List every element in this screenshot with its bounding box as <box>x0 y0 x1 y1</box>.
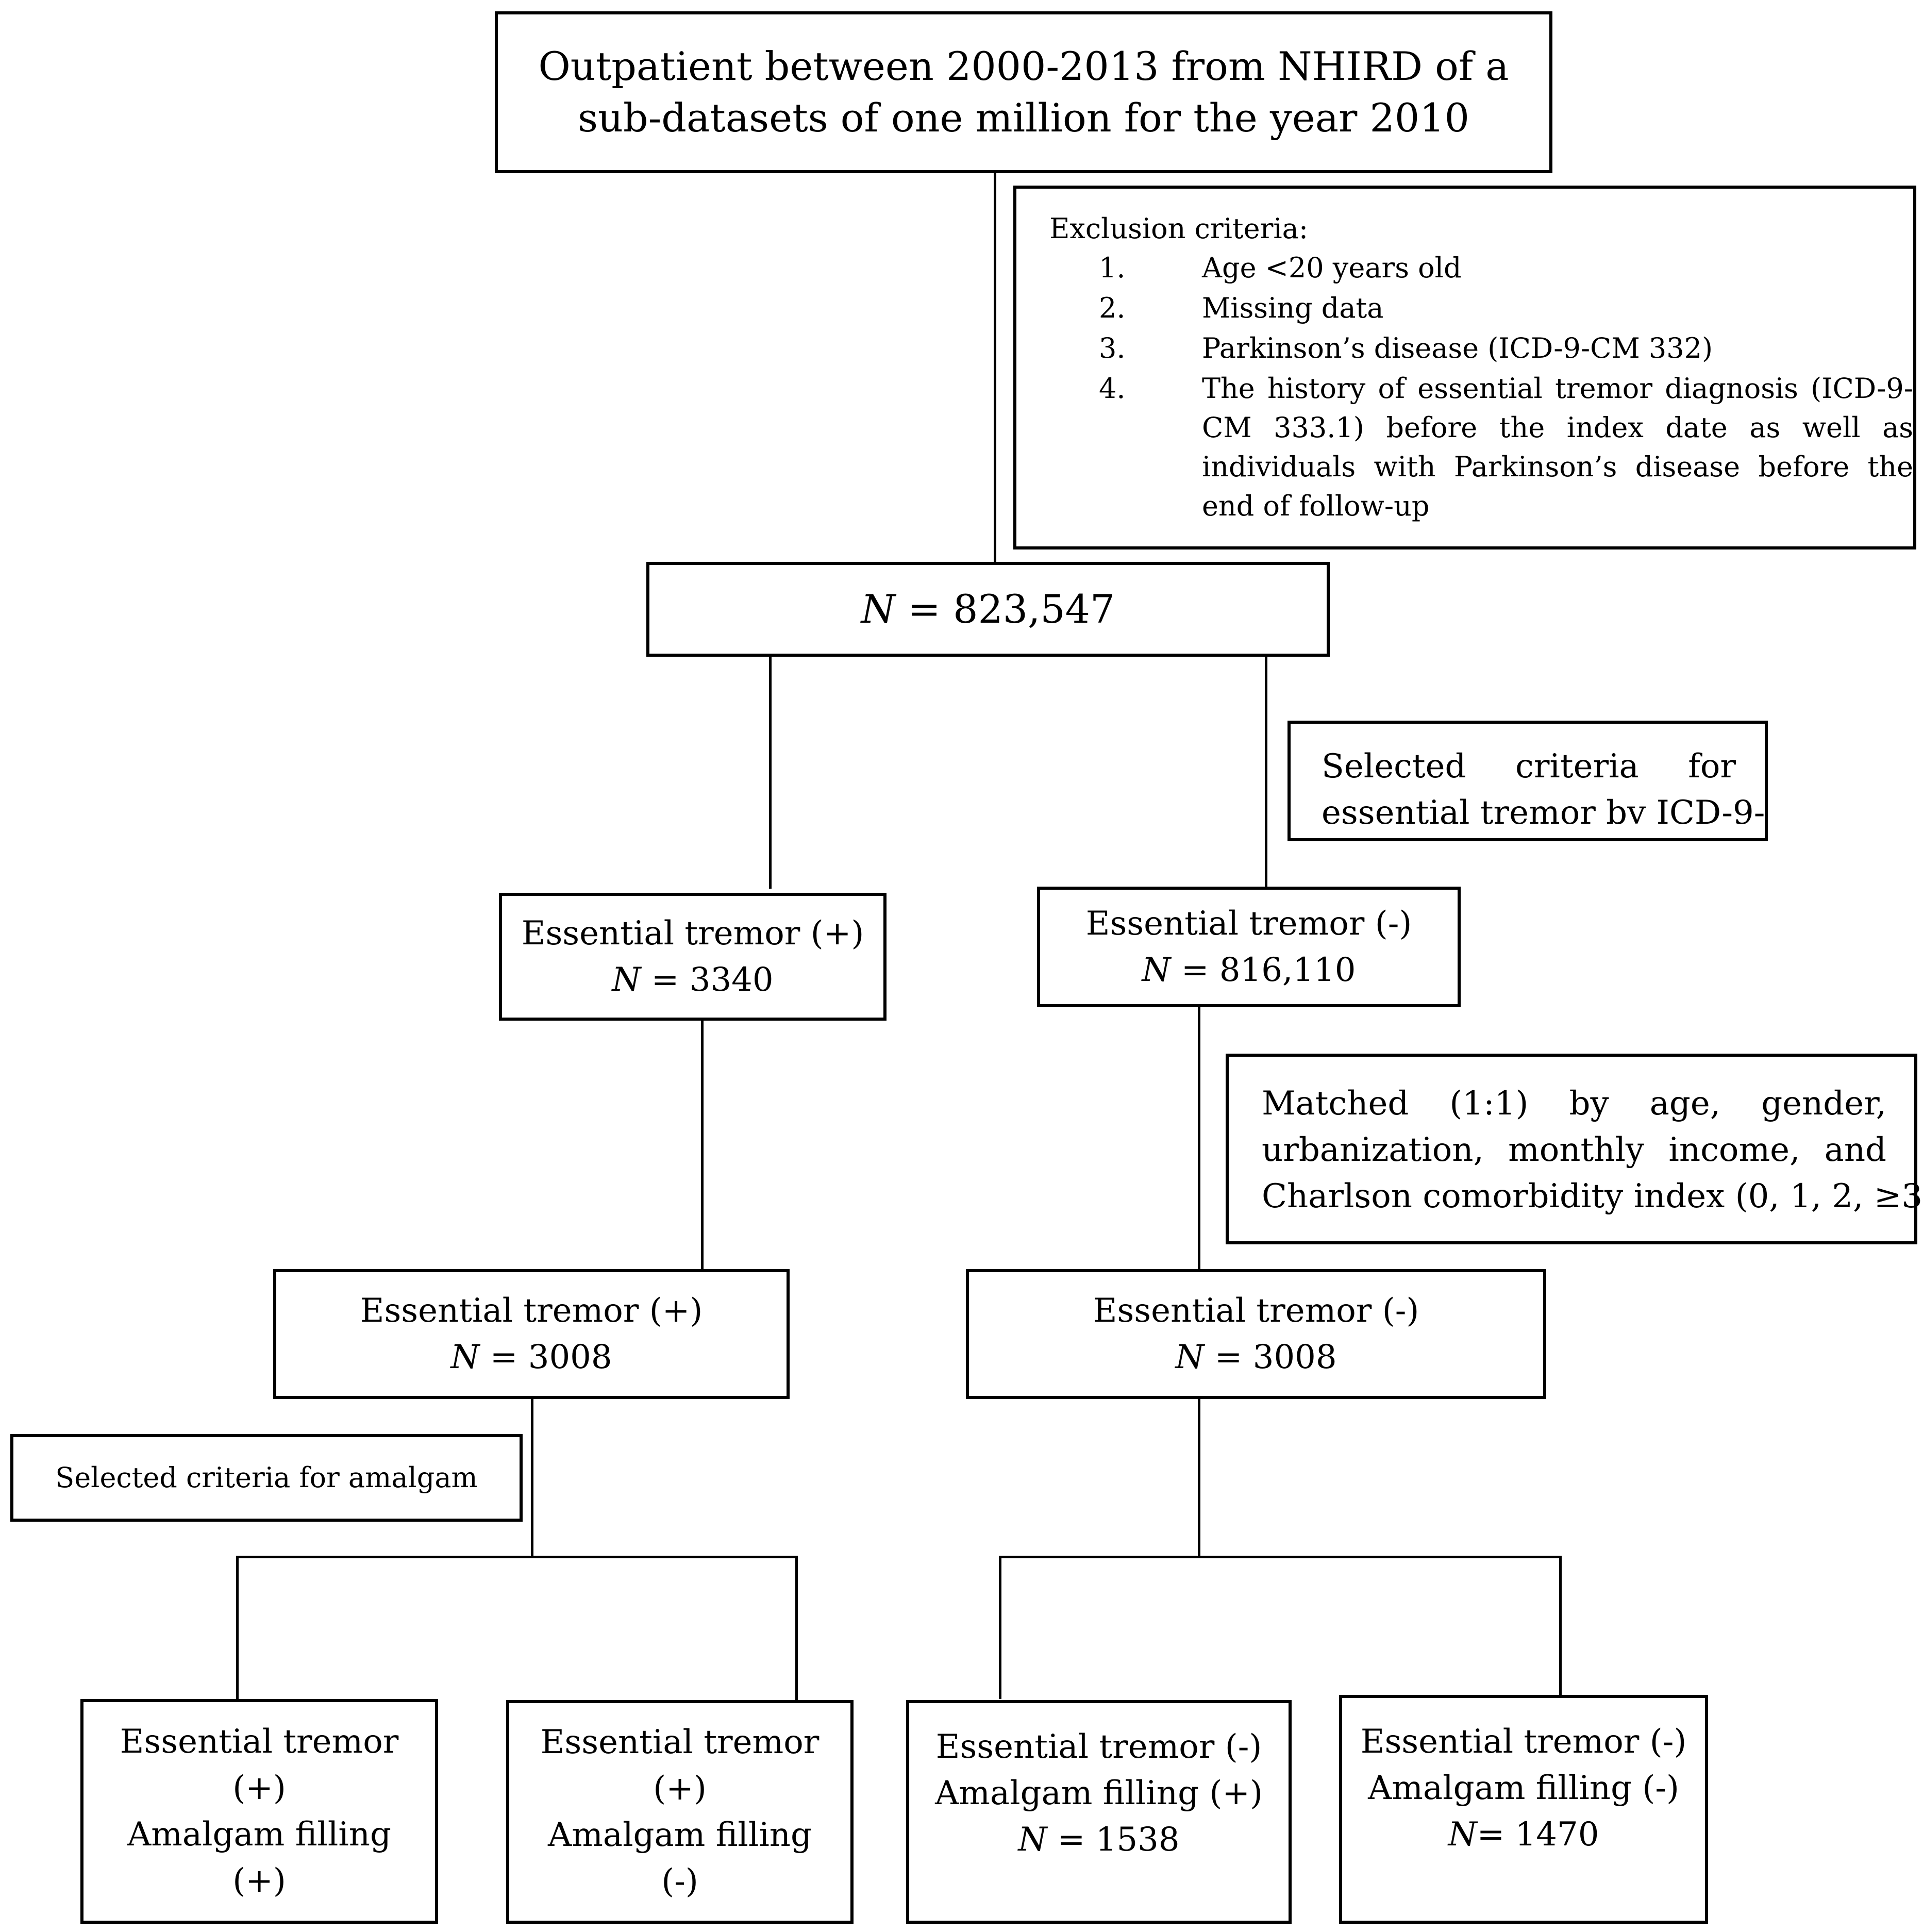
et-negative-2-n-value: = 3008 <box>1214 1338 1337 1376</box>
leaf3-n-value: = 1538 <box>1057 1821 1180 1859</box>
connector-branch-to-leaf3 <box>999 1556 1001 1699</box>
exclusion-item-2-number: 2. <box>1099 292 1126 324</box>
leaf4-line-2: Amalgam filling (-) <box>1368 1769 1679 1807</box>
leaf-et-pos-amalgam-pos-box: Essential tremor (+) Amalgam filling (+) <box>80 1699 438 1924</box>
connector-total-to-et-neg <box>1265 656 1267 887</box>
leaf4-n: N= 1470 <box>1448 1811 1599 1858</box>
et-negative-2-label: Essential tremor (-) <box>1093 1292 1419 1330</box>
leaf2-line-2: (+) <box>653 1770 707 1808</box>
et-positive-1-label: Essential tremor (+) <box>521 914 864 953</box>
selected-amalgam-label: Selected criteria for amalgam <box>55 1461 478 1494</box>
et-negative-2-n: N = 3008 <box>1175 1334 1336 1380</box>
leaf-et-pos-amalgam-neg-box: Essential tremor (+) Amalgam filling (-) <box>506 1700 854 1924</box>
leaf1-line-2: (+) <box>232 1769 286 1807</box>
leaf4-n-symbol: N <box>1448 1816 1477 1854</box>
selected-et-criteria-box: Selected criteria for essential tremor b… <box>1287 721 1768 841</box>
leaf-et-neg-amalgam-pos-box: Essential tremor (-) Amalgam filling (+)… <box>906 1700 1292 1924</box>
total-n-value: = 823,547 <box>908 586 1115 632</box>
leaf4-n-value: = 1470 <box>1477 1816 1599 1854</box>
matching-criteria-box: Matched (1:1) by age, gender, urbanizati… <box>1226 1054 1923 1244</box>
leaf3-line-2: Amalgam filling (+) <box>935 1774 1263 1812</box>
exclusion-criteria-box: Exclusion criteria: 1. Age <20 years old… <box>1013 186 1916 549</box>
leaf3-n-symbol: N <box>1018 1821 1047 1859</box>
exclusion-item-1-text: Age <20 years old <box>1202 252 1462 284</box>
source-line-2: sub-datasets of one million for the year… <box>578 95 1469 141</box>
connector-et-neg-2-down <box>1198 1398 1200 1556</box>
et-negative-1-label: Essential tremor (-) <box>1085 905 1412 943</box>
source-population-box: Outpatient between 2000-2013 from NHIRD … <box>495 11 1552 173</box>
source-line-1: Outpatient between 2000-2013 from NHIRD … <box>538 43 1509 89</box>
connector-top-to-total <box>994 173 996 563</box>
total-population-box: N = 823,547 <box>646 562 1330 657</box>
exclusion-item-3-number: 3. <box>1099 332 1126 364</box>
et-negative-box-1: Essential tremor (-) N = 816,110 <box>1037 887 1461 1007</box>
connector-branch-to-leaf1 <box>236 1556 239 1699</box>
leaf-et-neg-amalgam-neg-box: Essential tremor (-) Amalgam filling (-)… <box>1339 1695 1708 1924</box>
et-negative-1-n-value: = 816,110 <box>1181 951 1356 989</box>
connector-et-pos-1-to-2 <box>701 1019 704 1270</box>
leaf1-line-4: (+) <box>232 1862 286 1900</box>
matching-line-1: Matched (1:1) by age, gender, <box>1262 1085 1886 1123</box>
leaf4-line-1: Essential tremor (-) <box>1360 1723 1687 1761</box>
et-negative-1-n-symbol: N <box>1142 951 1171 989</box>
matching-line-3: Charlson comorbidity index (0, 1, 2, ≥3) <box>1262 1177 1923 1215</box>
leaf2-line-3: Amalgam filling <box>548 1816 812 1854</box>
branch-right <box>999 1556 1562 1558</box>
et-positive-2-label: Essential tremor (+) <box>360 1292 703 1330</box>
exclusion-item-4-text: The history of essential tremor diagnosi… <box>1202 372 1913 522</box>
connector-total-to-et-pos <box>769 656 772 889</box>
total-n-symbol: N <box>861 586 896 632</box>
et-positive-2-n: N = 3008 <box>450 1334 612 1380</box>
total-n-line: N = 823,547 <box>861 584 1115 635</box>
branch-left <box>236 1556 798 1558</box>
exclusion-item-2-text: Missing data <box>1202 292 1384 324</box>
connector-branch-to-leaf4 <box>1559 1556 1562 1695</box>
leaf2-line-1: Essential tremor <box>540 1723 820 1761</box>
selected-et-line-1: Selected criteria for <box>1322 747 1736 786</box>
matching-line-2: urbanization, monthly income, and <box>1262 1131 1886 1169</box>
et-positive-1-n: N = 3340 <box>612 957 773 1003</box>
et-positive-2-n-value: = 3008 <box>490 1338 612 1376</box>
exclusion-item-3-text: Parkinson’s disease (ICD-9-CM 332) <box>1202 332 1713 364</box>
leaf1-line-3: Amalgam filling <box>127 1816 391 1854</box>
leaf3-n: N = 1538 <box>1018 1817 1179 1863</box>
et-negative-1-n: N = 816,110 <box>1142 947 1356 993</box>
leaf3-line-1: Essential tremor (-) <box>935 1728 1262 1766</box>
connector-et-neg-1-to-2 <box>1198 1006 1200 1270</box>
et-negative-2-n-symbol: N <box>1175 1338 1205 1376</box>
selected-et-line-2: essential tremor bv ICD-9- <box>1322 794 1765 832</box>
exclusion-item-4-number: 4. <box>1099 372 1126 405</box>
exclusion-item-1-number: 1. <box>1099 252 1126 284</box>
et-positive-box-2: Essential tremor (+) N = 3008 <box>273 1269 790 1399</box>
leaf2-line-4: (-) <box>661 1862 698 1901</box>
exclusion-title: Exclusion criteria: <box>1049 212 1309 245</box>
leaf1-line-1: Essential tremor <box>120 1723 399 1761</box>
et-positive-1-n-value: = 3340 <box>651 961 774 999</box>
et-positive-2-n-symbol: N <box>450 1338 480 1376</box>
connector-branch-to-leaf2 <box>795 1556 798 1702</box>
et-negative-box-2: Essential tremor (-) N = 3008 <box>966 1269 1546 1399</box>
connector-et-pos-2-down <box>531 1398 533 1556</box>
selected-amalgam-criteria-box: Selected criteria for amalgam <box>10 1434 523 1522</box>
et-positive-1-n-symbol: N <box>612 961 641 999</box>
et-positive-box-1: Essential tremor (+) N = 3340 <box>499 893 887 1021</box>
